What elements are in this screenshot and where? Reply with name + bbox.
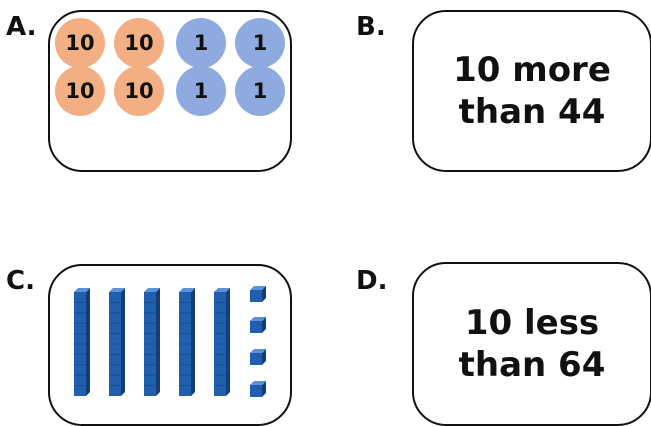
label-a: A. [6, 12, 37, 42]
card-d-line-2: than 64 [458, 345, 606, 385]
card-b-line-2: than 44 [458, 92, 606, 132]
ten-rod [74, 288, 90, 396]
ten-rod [144, 288, 160, 396]
ten-counter: 10 [114, 66, 164, 116]
card-b-text: 10 more than 44 [412, 10, 651, 172]
label-b: B. [356, 12, 386, 42]
label-c: C. [6, 266, 35, 296]
ten-rod [109, 288, 125, 396]
base-ten-blocks [74, 286, 266, 397]
card-d-statement: 10 less than 64 [414, 302, 650, 386]
unit-cube [250, 349, 266, 365]
one-counter: 1 [176, 66, 226, 116]
card-d-text: 10 less than 64 [412, 262, 651, 426]
card-b-line-1: 10 more [453, 50, 611, 90]
ten-rod [179, 288, 195, 396]
card-c-base-ten-blocks [48, 264, 292, 426]
ten-counter: 10 [55, 66, 105, 116]
one-counter: 1 [235, 66, 285, 116]
ten-rod [214, 288, 230, 396]
ten-counter: 10 [114, 18, 164, 68]
ten-counter: 10 [55, 18, 105, 68]
one-counter: 1 [235, 18, 285, 68]
unit-cube [250, 317, 266, 333]
label-d: D. [356, 266, 388, 296]
card-b-statement: 10 more than 44 [414, 49, 650, 133]
unit-cube [250, 381, 266, 397]
unit-cube [250, 286, 266, 302]
card-d-line-1: 10 less [464, 303, 600, 343]
one-counter: 1 [176, 18, 226, 68]
